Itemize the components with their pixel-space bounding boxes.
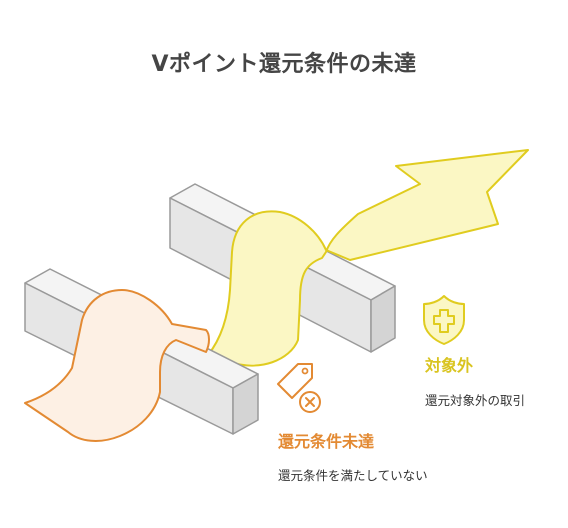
yellow-ribbon [207,149,529,367]
page-title: Vポイント還元条件の未達 [151,52,417,77]
condition-unmet-label: 還元条件未達 [278,432,375,451]
orange-ribbon [24,289,210,442]
condition-unmet-description: 還元条件を満たしていない [278,468,428,483]
excluded-description: 還元対象外の取引 [425,393,526,408]
tag-x-icon [277,363,321,413]
shield-cross-icon [423,295,465,345]
excluded-label: 対象外 [425,356,474,375]
